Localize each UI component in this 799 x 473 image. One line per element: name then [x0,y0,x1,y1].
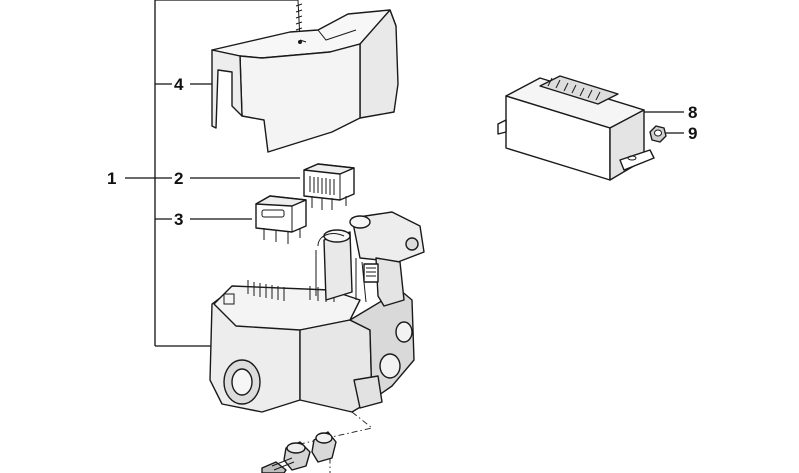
relay-icon [255,195,307,244]
nut-icon [649,125,667,143]
callout-2: 2 [174,169,183,188]
control-module-icon [497,75,655,181]
callout-3: 3 [174,210,183,229]
mount-icon [261,431,337,473]
callout-labels: 1 2 3 4 8 9 [107,75,697,229]
abs-hydraulic-unit-icon [209,211,425,413]
relay-icon [303,163,355,210]
callout-8: 8 [688,103,697,122]
cover-icon [211,0,399,153]
callout-1: 1 [107,169,116,188]
callout-4: 4 [174,75,184,94]
callout-9: 9 [688,124,697,143]
leader-lines [125,0,684,347]
